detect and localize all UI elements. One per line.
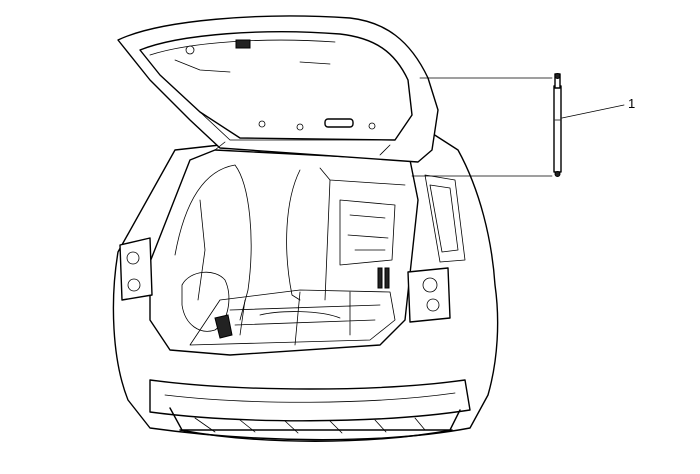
callout-1: 1 (561, 96, 635, 119)
vehicle-body (112, 131, 499, 442)
tail-lamp-right (407, 267, 451, 323)
callout-leader-line (561, 104, 625, 119)
liftgate-strut (411, 73, 562, 177)
tail-lamp-left (119, 237, 153, 301)
liftgate-open (117, 15, 439, 163)
callout-label: 1 (628, 96, 635, 111)
